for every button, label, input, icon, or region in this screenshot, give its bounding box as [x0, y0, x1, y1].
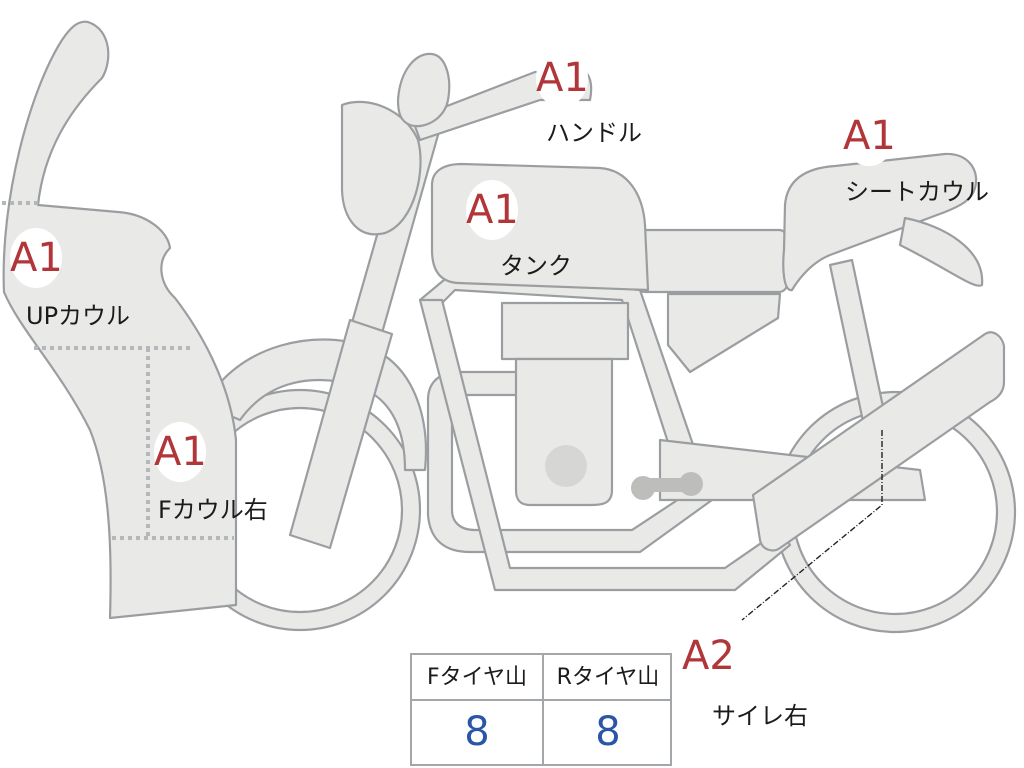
foot-peg-end-left — [631, 476, 655, 500]
silencer-leader-line — [741, 430, 883, 621]
tank-grade-mark: A1 — [466, 180, 519, 240]
seat-cowl-grade-mark: A1 — [843, 106, 896, 166]
tank-label: タンク — [500, 252, 572, 280]
f-cowl-right-label: Fカウル右 — [158, 496, 268, 524]
rear-tire-header: Rタイヤ山 — [556, 665, 660, 690]
side-panel — [666, 292, 782, 374]
seat-cowl — [782, 152, 978, 292]
up-cowl-label: UPカウル — [26, 302, 131, 330]
engine-block — [514, 357, 614, 507]
engine-cover — [545, 445, 587, 487]
f-cowl-right-grade-mark: A1 — [154, 422, 207, 482]
rear-tire-value: 8 — [595, 709, 621, 755]
up-cowl-grade-mark: A1 — [10, 228, 63, 288]
muffler — [751, 331, 1006, 552]
engine-top — [500, 301, 630, 361]
seat-rail — [635, 228, 789, 294]
seat-cowl-label: シートカウル — [845, 178, 989, 206]
front-tire-value: 8 — [464, 709, 490, 755]
tire-table-header-row — [412, 655, 670, 701]
handle-label: ハンドル — [546, 119, 642, 147]
fork-lower — [288, 318, 394, 550]
handle-grade-mark: A1 — [536, 48, 589, 108]
silencer-right-label: サイレ右 — [712, 702, 808, 730]
tire-tread-table: Fタイヤ山 Rタイヤ山 8 8 — [410, 653, 672, 766]
front-tire-header: Fタイヤ山 — [427, 665, 527, 690]
headlight — [340, 100, 422, 236]
foot-peg-end-right — [679, 472, 703, 496]
tail-light-cover — [898, 216, 984, 287]
mirror — [396, 52, 451, 128]
silencer-right-grade-mark: A2 — [682, 626, 735, 686]
tire-table-divider — [542, 655, 544, 764]
